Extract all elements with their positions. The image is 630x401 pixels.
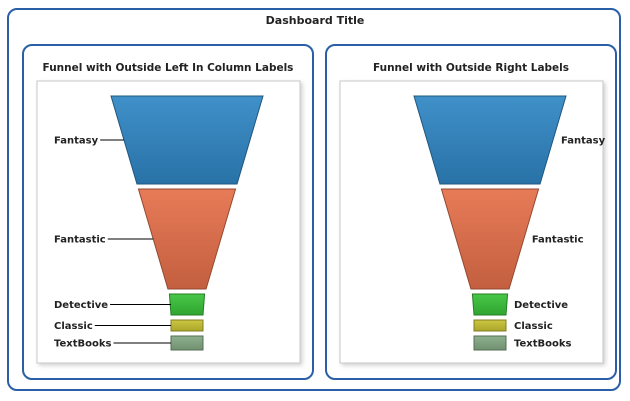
- funnel-segment-detective[interactable]: [471, 293, 509, 316]
- right-chart-panel: [325, 44, 617, 380]
- funnel-segment-textbooks[interactable]: [170, 335, 204, 351]
- data-label: Fantasy: [561, 136, 606, 147]
- funnel-segment-fantasy[interactable]: [413, 95, 567, 185]
- funnel-segment-classic[interactable]: [170, 319, 204, 332]
- dashboard-title: Dashboard Title: [265, 14, 365, 27]
- data-label: Detective: [54, 300, 108, 311]
- right-chart-title: Funnel with Outside Right Labels: [372, 62, 570, 74]
- funnel-segment-fantastic[interactable]: [440, 188, 540, 290]
- funnel-segment-textbooks[interactable]: [473, 335, 507, 351]
- data-label: Classic: [54, 321, 93, 332]
- left-chart-panel: [22, 44, 314, 380]
- data-label: Fantastic: [532, 235, 584, 246]
- left-chart-title: Funnel with Outside Left In Column Label…: [42, 62, 294, 74]
- funnel-segment-detective[interactable]: [168, 293, 206, 316]
- funnel-segment-classic[interactable]: [473, 319, 507, 332]
- data-label: Classic: [514, 321, 553, 332]
- data-label: Fantastic: [54, 235, 106, 246]
- data-label: TextBooks: [54, 339, 112, 350]
- data-label: TextBooks: [514, 339, 572, 350]
- data-label: Fantasy: [54, 136, 99, 147]
- funnel-segment-fantastic[interactable]: [137, 188, 237, 290]
- dashboard-frame: [7, 8, 621, 391]
- funnel-segment-fantasy[interactable]: [110, 95, 264, 185]
- data-label: Detective: [514, 300, 568, 311]
